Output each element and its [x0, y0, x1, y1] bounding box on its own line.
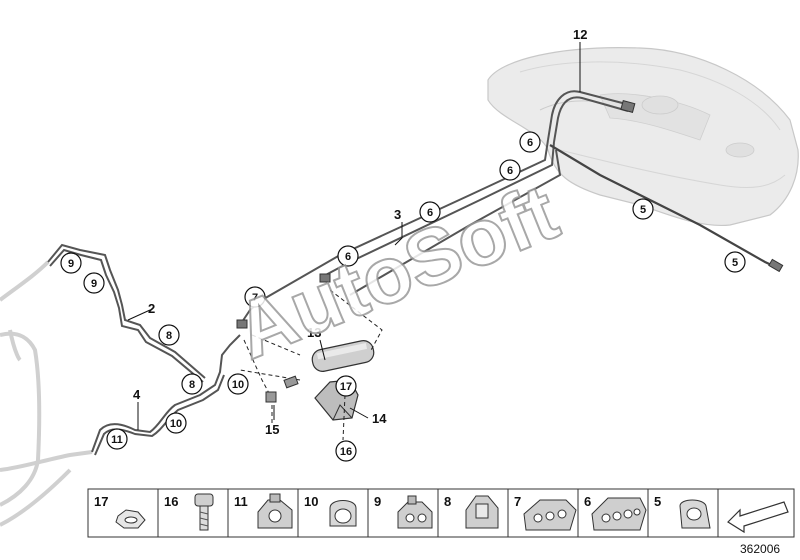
quad-clip-icon [591, 497, 647, 531]
legend-label-6: 6 [584, 494, 591, 509]
callout-9: 9 [68, 258, 74, 270]
direction-arrow-icon [727, 501, 789, 534]
bolt-icon [194, 493, 214, 531]
callout-10: 10 [232, 379, 244, 391]
callout-13: 13 [307, 325, 321, 340]
callout-8: 8 [189, 379, 195, 391]
callout-12: 12 [573, 27, 587, 42]
callout-4: 4 [133, 387, 141, 402]
washer-icon [115, 509, 146, 529]
callout-5: 5 [640, 204, 646, 216]
callout-labels: 12 3 2 4 13 14 15 [133, 27, 587, 437]
fuel-filter [311, 340, 375, 372]
callout-6: 6 [527, 137, 533, 149]
callout-8: 8 [166, 330, 172, 342]
circled-callouts [60, 131, 746, 462]
callout-6: 6 [507, 165, 513, 177]
legend-label-8: 8 [444, 494, 451, 509]
fuel-tank-illustration [487, 47, 799, 227]
watermark-logo: AutoSoft [223, 167, 569, 376]
triple-clip-icon [523, 499, 577, 531]
single-clip-icon [679, 499, 711, 529]
circled-callout-numbers: 6 6 6 6 7 5 5 9 9 8 8 10 10 11 17 16 [68, 137, 738, 458]
callout-16: 16 [340, 446, 352, 458]
document-number: 362006 [740, 542, 780, 556]
leader-lines [127, 42, 581, 430]
legend-label-10: 10 [304, 494, 318, 509]
legend-label-16: 16 [164, 494, 178, 509]
legend-label-9: 9 [374, 494, 381, 509]
callout-5: 5 [732, 257, 738, 269]
clip-icon [257, 493, 293, 529]
callout-17: 17 [340, 381, 352, 393]
callout-9: 9 [91, 278, 97, 290]
callout-10: 10 [170, 418, 182, 430]
callout-15: 15 [265, 422, 279, 437]
double-clip-icon [397, 495, 433, 529]
legend-label-11: 11 [234, 494, 248, 509]
callout-7: 7 [252, 292, 258, 304]
callout-6: 6 [427, 207, 433, 219]
legend-label-17: 17 [94, 494, 108, 509]
parts-legend: 17 16 11 10 9 8 7 6 5 [87, 488, 795, 538]
callout-6: 6 [345, 251, 351, 263]
ghost-body-lines [0, 260, 93, 527]
hose-clamp-icon [329, 500, 357, 527]
small-fittings [265, 375, 299, 403]
callout-2: 2 [148, 301, 155, 316]
callout-11: 11 [111, 434, 123, 446]
legend-label-7: 7 [514, 494, 521, 509]
callout-14: 14 [372, 411, 387, 426]
callout-3: 3 [394, 207, 401, 222]
holder-icon [465, 495, 499, 529]
line-connectors [236, 99, 784, 329]
legend-label-5: 5 [654, 494, 661, 509]
